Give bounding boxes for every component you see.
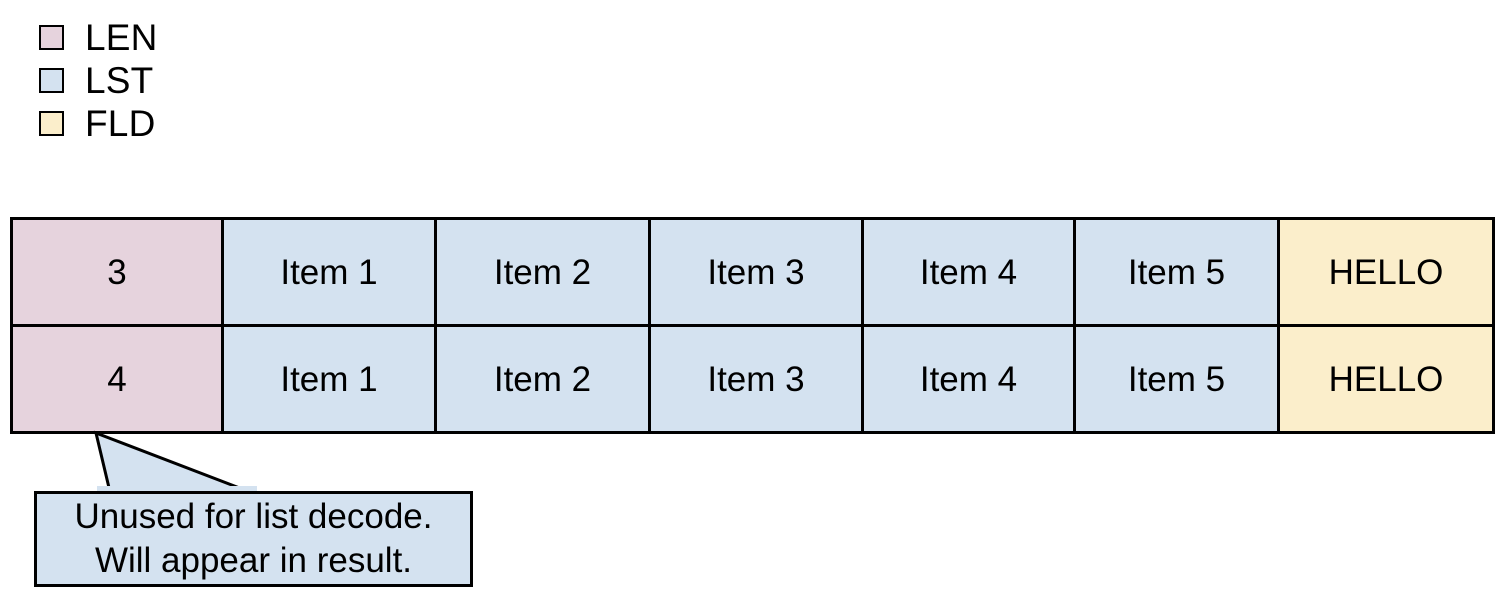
cell-lst-item4-row1: Item 4 xyxy=(864,220,1076,324)
legend-item-lst-label: LST xyxy=(85,60,154,101)
legend-item-lst: LST xyxy=(39,59,459,102)
cell-fld-row1: HELLO xyxy=(1280,220,1492,324)
cell-len-row1: 3 xyxy=(13,220,224,324)
table-row: 4 Item 1 Item 2 Item 3 Item 4 Item 5 HEL… xyxy=(13,327,1492,431)
cell-lst-item5-row1: Item 5 xyxy=(1076,220,1280,324)
callout-line-2: Will appear in result. xyxy=(94,541,413,580)
cell-fld-row2: HELLO xyxy=(1280,327,1492,431)
callout-line-1: Unused for list decode. xyxy=(74,497,433,536)
len-swatch-icon xyxy=(39,25,64,50)
legend-item-fld-label: FLD xyxy=(85,103,156,144)
cell-lst-item4-row2: Item 4 xyxy=(864,327,1076,431)
table-row: 3 Item 1 Item 2 Item 3 Item 4 Item 5 HEL… xyxy=(13,220,1492,327)
record-layout-table: 3 Item 1 Item 2 Item 3 Item 4 Item 5 HEL… xyxy=(10,217,1495,434)
cell-lst-item1-row2: Item 1 xyxy=(224,327,437,431)
cell-len-row2: 4 xyxy=(13,327,224,431)
legend: LEN LST FLD xyxy=(39,16,459,145)
cell-lst-item2-row2: Item 2 xyxy=(437,327,651,431)
cell-lst-item5-row2: Item 5 xyxy=(1076,327,1280,431)
legend-item-len-label: LEN xyxy=(85,17,158,58)
cell-lst-item2-row1: Item 2 xyxy=(437,220,651,324)
cell-lst-item1-row1: Item 1 xyxy=(224,220,437,324)
lst-swatch-icon xyxy=(39,68,64,93)
legend-item-fld: FLD xyxy=(39,102,459,145)
cell-lst-item3-row2: Item 3 xyxy=(651,327,864,431)
legend-item-len: LEN xyxy=(39,16,459,59)
callout-note: Unused for list decode. Will appear in r… xyxy=(34,491,473,587)
fld-swatch-icon xyxy=(39,111,64,136)
cell-lst-item3-row1: Item 3 xyxy=(651,220,864,324)
